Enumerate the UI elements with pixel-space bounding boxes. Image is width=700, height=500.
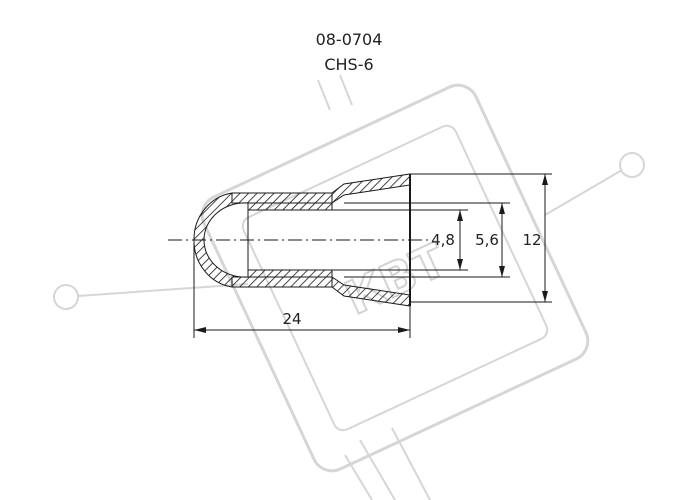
dimension-lines: 24 4,8 5,6 12 (193, 173, 552, 338)
watermark-terminal-right (619, 152, 645, 178)
watermark-lead-bottom-3 (344, 454, 373, 500)
spring-sleeve-top (247, 202, 333, 211)
connector-body (168, 173, 428, 307)
watermark-outer-frame (200, 83, 590, 473)
watermark-lead-bottom-2 (391, 427, 431, 500)
outer-diameter-label: 12 (522, 231, 541, 249)
watermark-lead-bottom-1 (359, 439, 396, 500)
inner-arrow-top (457, 210, 463, 221)
watermark-lead-top-2 (339, 74, 353, 106)
outer-arrow-bottom (542, 291, 548, 302)
watermark-terminal-left (53, 284, 79, 310)
middle-arrow-bottom (499, 266, 505, 277)
length-arrow-right (398, 327, 410, 333)
length-label: 24 (282, 310, 301, 328)
body-wall-top (231, 192, 333, 204)
model-label: CHS-6 (324, 55, 373, 74)
outer-arrow-top (542, 174, 548, 185)
part-number-label: 08-0704 (316, 30, 383, 49)
middle-diameter-label: 5,6 (475, 231, 499, 249)
inner-diameter-label: 4,8 (431, 231, 455, 249)
flare-wall-top (331, 173, 411, 204)
spring-sleeve-bottom (247, 269, 333, 278)
watermark-inner-frame (241, 124, 549, 432)
middle-arrow-top (499, 203, 505, 214)
watermark-lead-top-1 (317, 79, 331, 111)
length-arrow-left (194, 327, 206, 333)
watermark-lead-right (544, 169, 623, 216)
watermark-lead-left (77, 283, 249, 297)
body-wall-bottom (231, 276, 333, 288)
inner-arrow-bottom (457, 259, 463, 270)
